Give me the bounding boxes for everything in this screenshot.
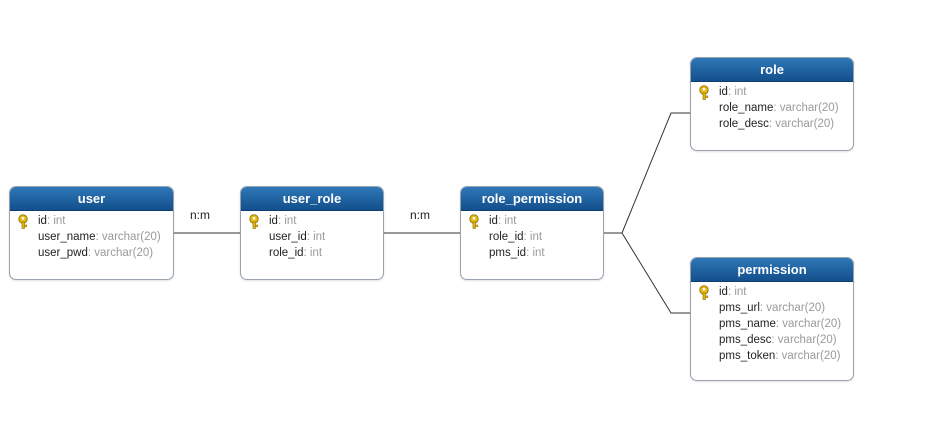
field-name: id — [269, 215, 278, 227]
relation-label-user-user-role: n:m — [190, 208, 211, 222]
relation-label-user-role-role-permission: n:m — [410, 208, 431, 222]
field-name: pms_url — [719, 302, 760, 314]
field-name: user_name — [38, 231, 96, 243]
field-type: : varchar(20) — [768, 118, 835, 130]
field-row: pms_url: varchar(20) — [691, 300, 853, 316]
field-row: pms_desc: varchar(20) — [691, 332, 853, 348]
field-type: : int — [526, 247, 545, 259]
field-row: pms_id: int — [461, 245, 603, 261]
field-row: id: int — [691, 284, 853, 300]
field-row: id: int — [461, 213, 603, 229]
field-type: : int — [303, 247, 323, 259]
entity-title: permission — [691, 258, 853, 282]
field-name: user_pwd — [38, 247, 88, 259]
connector-to-permission — [621, 232, 690, 314]
field-name: role_id — [269, 247, 304, 259]
field-row: pms_token: varchar(20) — [691, 348, 853, 364]
field-type: : int — [523, 231, 543, 243]
field-name: pms_desc — [719, 334, 772, 346]
entity-title: role_permission — [461, 187, 603, 211]
entity-title: role — [691, 58, 853, 82]
field-name: pms_id — [489, 247, 527, 259]
field-type: : int — [727, 86, 747, 98]
field-name: pms_token — [719, 350, 776, 362]
field-type: : varchar(20) — [773, 102, 839, 114]
key-icon — [699, 285, 709, 300]
key-icon — [469, 214, 479, 229]
field-row: user_pwd: varchar(20) — [10, 245, 173, 261]
field-name: role_name — [719, 102, 774, 114]
key-icon — [249, 214, 259, 229]
field-type: : varchar(20) — [87, 247, 154, 259]
field-name: user_id — [269, 231, 307, 243]
field-type: : int — [306, 231, 326, 243]
field-type: : int — [46, 215, 66, 227]
field-name: role_desc — [719, 118, 769, 130]
field-type: : varchar(20) — [775, 318, 842, 330]
field-name: id — [719, 86, 728, 98]
field-row: id: int — [10, 213, 173, 229]
field-row: role_desc: varchar(20) — [691, 116, 853, 132]
key-icon — [18, 214, 28, 229]
key-icon — [699, 85, 709, 100]
entity-title: user — [10, 187, 173, 211]
field-type: : varchar(20) — [775, 350, 841, 362]
field-row: role_id: int — [241, 245, 383, 261]
field-row: user_id: int — [241, 229, 383, 245]
field-type: : int — [727, 286, 747, 298]
field-row: user_name: varchar(20) — [10, 229, 173, 245]
field-type: : int — [497, 215, 517, 227]
field-row: id: int — [241, 213, 383, 229]
field-row: id: int — [691, 84, 853, 100]
field-row: pms_name: varchar(20) — [691, 316, 853, 332]
field-type: : varchar(20) — [759, 302, 826, 314]
field-name: id — [489, 215, 498, 227]
field-row: role_name: varchar(20) — [691, 100, 853, 116]
field-type: : varchar(20) — [771, 334, 837, 346]
connector-to-role — [621, 112, 690, 234]
field-name: pms_name — [719, 318, 776, 330]
field-name: id — [719, 286, 728, 298]
field-row: role_id: int — [461, 229, 603, 245]
field-type: : varchar(20) — [95, 231, 161, 243]
field-type: : int — [277, 215, 297, 227]
field-name: id — [38, 215, 47, 227]
field-name: role_id — [489, 231, 524, 243]
entity-title: user_role — [241, 187, 383, 211]
